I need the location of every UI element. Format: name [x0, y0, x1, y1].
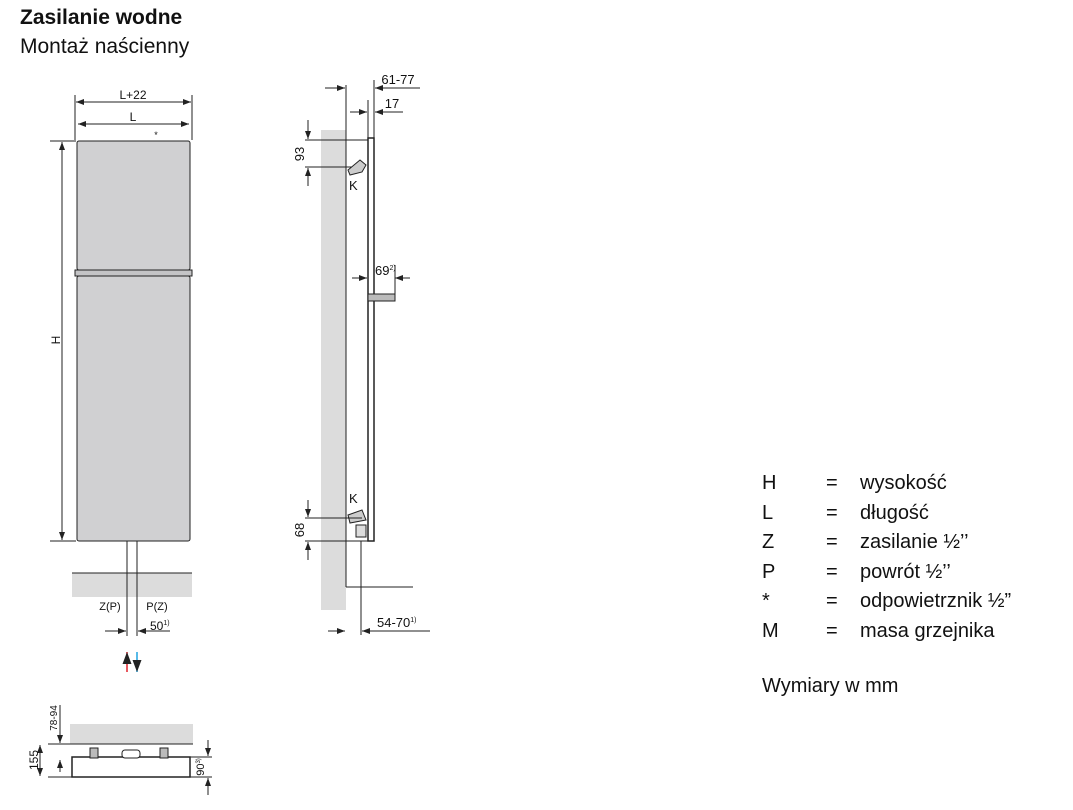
dim-bottom-offset: 68: [292, 523, 307, 537]
legend-key: P: [762, 560, 776, 583]
front-view: L+22 L * H Z(P) P(Z) 501): [49, 88, 193, 672]
legend-row: L = długość: [762, 499, 1011, 529]
legend-eq: =: [826, 590, 838, 613]
legend-eq: =: [826, 501, 838, 524]
legend-key: Z: [762, 531, 775, 554]
dim-pipe-spacing: 50: [150, 619, 164, 633]
legend-value: powrót ½’’: [860, 560, 951, 583]
note-ref: 3): [196, 758, 202, 763]
legend-row: * = odpowietrznik ½”: [762, 587, 1011, 617]
radiator-top: [71, 756, 191, 778]
left-pipe-label: Z(P): [99, 601, 120, 613]
page-title: Zasilanie wodne: [20, 6, 183, 29]
dim-total-depth-top: 155: [27, 750, 41, 770]
dim-wall-gap: 78-94: [49, 705, 60, 731]
side-view: 61-77 17 93 K 692) K 68 54-701): [292, 72, 430, 635]
legend-row: M = masa grzejnika: [762, 617, 1011, 647]
right-pipe-label: P(Z): [146, 601, 167, 613]
units-note: Wymiary w mm: [762, 675, 899, 697]
legend-eq: =: [826, 472, 838, 495]
legend-eq: =: [826, 531, 838, 554]
legend-key: *: [762, 590, 770, 613]
note-ref: 1): [163, 620, 169, 627]
svg-text:501): 501): [150, 619, 170, 633]
bracket-top-label: K: [349, 178, 358, 193]
legend-row: Z = zasilanie ½’’: [762, 528, 1011, 558]
legend-eq: =: [826, 619, 838, 642]
legend: H = wysokość L = długość Z = zasilanie ½’’ P = p…: [762, 469, 1011, 646]
legend-key: H: [762, 472, 777, 495]
legend-value: wysokość: [860, 472, 947, 495]
panel-lower: [76, 275, 191, 542]
note-ref: 2): [389, 265, 395, 272]
towel-rail: [74, 269, 193, 277]
note-ref: 1): [410, 617, 416, 624]
legend-key: L: [762, 501, 774, 524]
legend-eq: =: [826, 560, 838, 583]
legend-value: odpowietrznik ½”: [860, 590, 1012, 613]
dim-outer-width: L+22: [119, 88, 146, 102]
wall: [321, 130, 346, 610]
legend-key: M: [762, 619, 779, 642]
valve-side: [355, 524, 367, 538]
dim-total-depth: 61-77: [381, 72, 414, 87]
legend-row: H = wysokość: [762, 469, 1011, 499]
bracket-bottom: [347, 509, 367, 524]
dim-height: H: [49, 336, 63, 345]
radiator-side: [367, 137, 375, 542]
dim-body-depth: 90: [195, 764, 207, 776]
legend-value: długość: [860, 501, 929, 524]
legend-value: zasilanie ½’’: [860, 531, 969, 554]
wall-top: [70, 724, 193, 744]
dim-rail-depth: 69: [375, 263, 389, 278]
bracket-bottom-label: K: [349, 491, 358, 506]
dim-top-offset: 93: [292, 147, 307, 161]
bracket-top: [347, 159, 367, 176]
dim-wall-offset: 54-70: [377, 615, 410, 630]
legend-row: P = powrót ½’’: [762, 558, 1011, 588]
svg-text:903): 903): [195, 758, 207, 776]
vent-mark: *: [154, 130, 158, 140]
svg-text:692): 692): [375, 263, 396, 278]
rail-side: [367, 293, 396, 302]
top-view: 78-94 155 903): [27, 705, 212, 795]
panel-upper: [76, 140, 191, 271]
floor: [72, 573, 192, 597]
legend-value: masa grzejnika: [860, 619, 995, 642]
page-subtitle: Montaż naścienny: [20, 35, 190, 58]
dim-panel-depth: 17: [385, 96, 399, 111]
svg-text:54-701): 54-701): [377, 615, 416, 630]
dim-width: L: [130, 110, 137, 124]
